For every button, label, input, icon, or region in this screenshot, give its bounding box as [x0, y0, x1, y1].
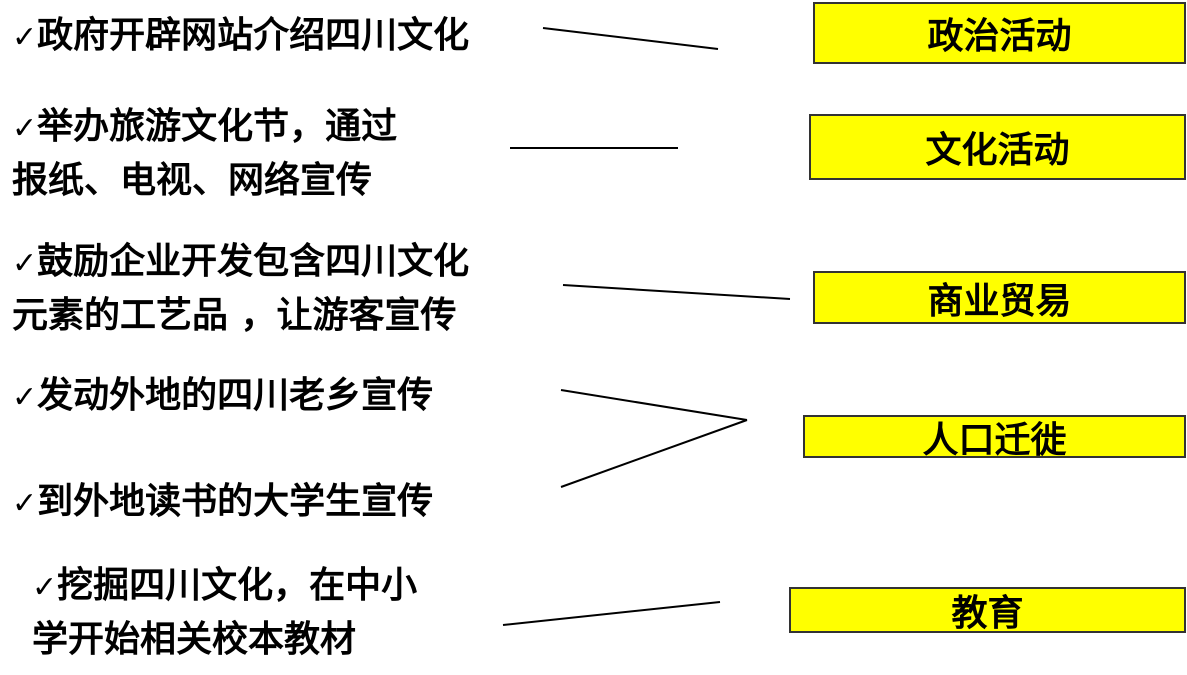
- category-box-education: 教育: [789, 587, 1186, 634]
- check-icon: ✓: [12, 486, 38, 521]
- check-icon: ✓: [32, 570, 58, 605]
- category-box-migration: 人口迁徙: [803, 415, 1186, 461]
- statement-text: 鼓励企业开发包含四川文化: [37, 241, 470, 282]
- statement-3: ✓鼓励企业开发包含四川文化 元素的工艺品 ，让游客宣传: [12, 236, 469, 342]
- statement-text: 报纸、电视、网络宣传: [12, 160, 373, 201]
- category-label: 政治活动: [927, 16, 1072, 57]
- connector-line-1: [542, 27, 719, 50]
- statement-text: 挖掘四川文化，在中小: [57, 565, 418, 606]
- statement-text: 政府开辟网站介绍四川文化: [37, 15, 470, 56]
- check-icon: ✓: [12, 246, 38, 281]
- connector-line-5: [502, 601, 721, 626]
- connector-line-3: [562, 284, 791, 300]
- statement-6: ✓挖掘四川文化，在中小 学开始相关校本教材: [32, 560, 417, 666]
- statement-text: 到外地读书的大学生宣传: [37, 481, 434, 522]
- category-label: 文化活动: [925, 130, 1070, 171]
- statement-1: ✓政府开辟网站介绍四川文化: [12, 10, 469, 64]
- statement-5: ✓到外地读书的大学生宣传: [12, 476, 433, 530]
- category-label: 教育: [951, 593, 1024, 634]
- connector-line-4b: [560, 419, 748, 488]
- connector-line-4a: [560, 389, 748, 421]
- statement-text: 学开始相关校本教材: [32, 619, 357, 660]
- category-box-politics: 政治活动: [813, 2, 1186, 64]
- statement-text: 举办旅游文化节，通过: [37, 106, 398, 147]
- statement-text: 发动外地的四川老乡宣传: [37, 375, 434, 416]
- statement-2: ✓举办旅游文化节，通过 报纸、电视、网络宣传: [12, 101, 397, 207]
- category-label: 商业贸易: [927, 280, 1072, 322]
- category-box-culture: 文化活动: [809, 114, 1186, 180]
- category-label: 人口迁徙: [922, 419, 1067, 461]
- category-box-commerce: 商业贸易: [813, 271, 1186, 324]
- statement-text: 元素的工艺品 ，让游客宣传: [12, 295, 457, 336]
- check-icon: ✓: [12, 111, 38, 146]
- check-icon: ✓: [12, 380, 38, 415]
- check-icon: ✓: [12, 20, 38, 55]
- statement-4: ✓发动外地的四川老乡宣传: [12, 370, 433, 424]
